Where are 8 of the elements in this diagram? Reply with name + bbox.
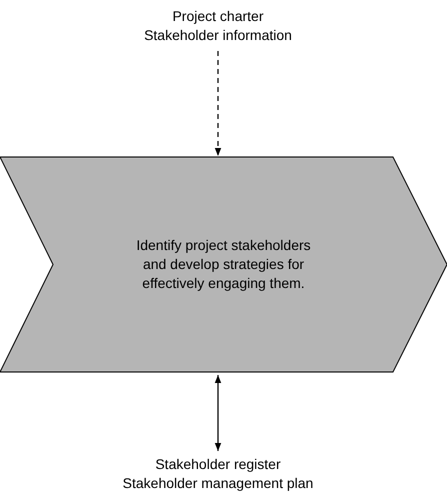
arrow	[214, 375, 222, 451]
label-text: Project charter	[171, 7, 265, 26]
process-text: Identify project stakeholders and develop strategies for effectively engaging them.	[135, 236, 312, 293]
arrow	[214, 51, 222, 156]
label-text: Stakeholder management plan	[122, 474, 314, 493]
chevron-shape	[0, 156, 447, 372]
label-text: Stakeholder information	[144, 26, 292, 45]
label-text: Stakeholder register	[154, 455, 282, 474]
